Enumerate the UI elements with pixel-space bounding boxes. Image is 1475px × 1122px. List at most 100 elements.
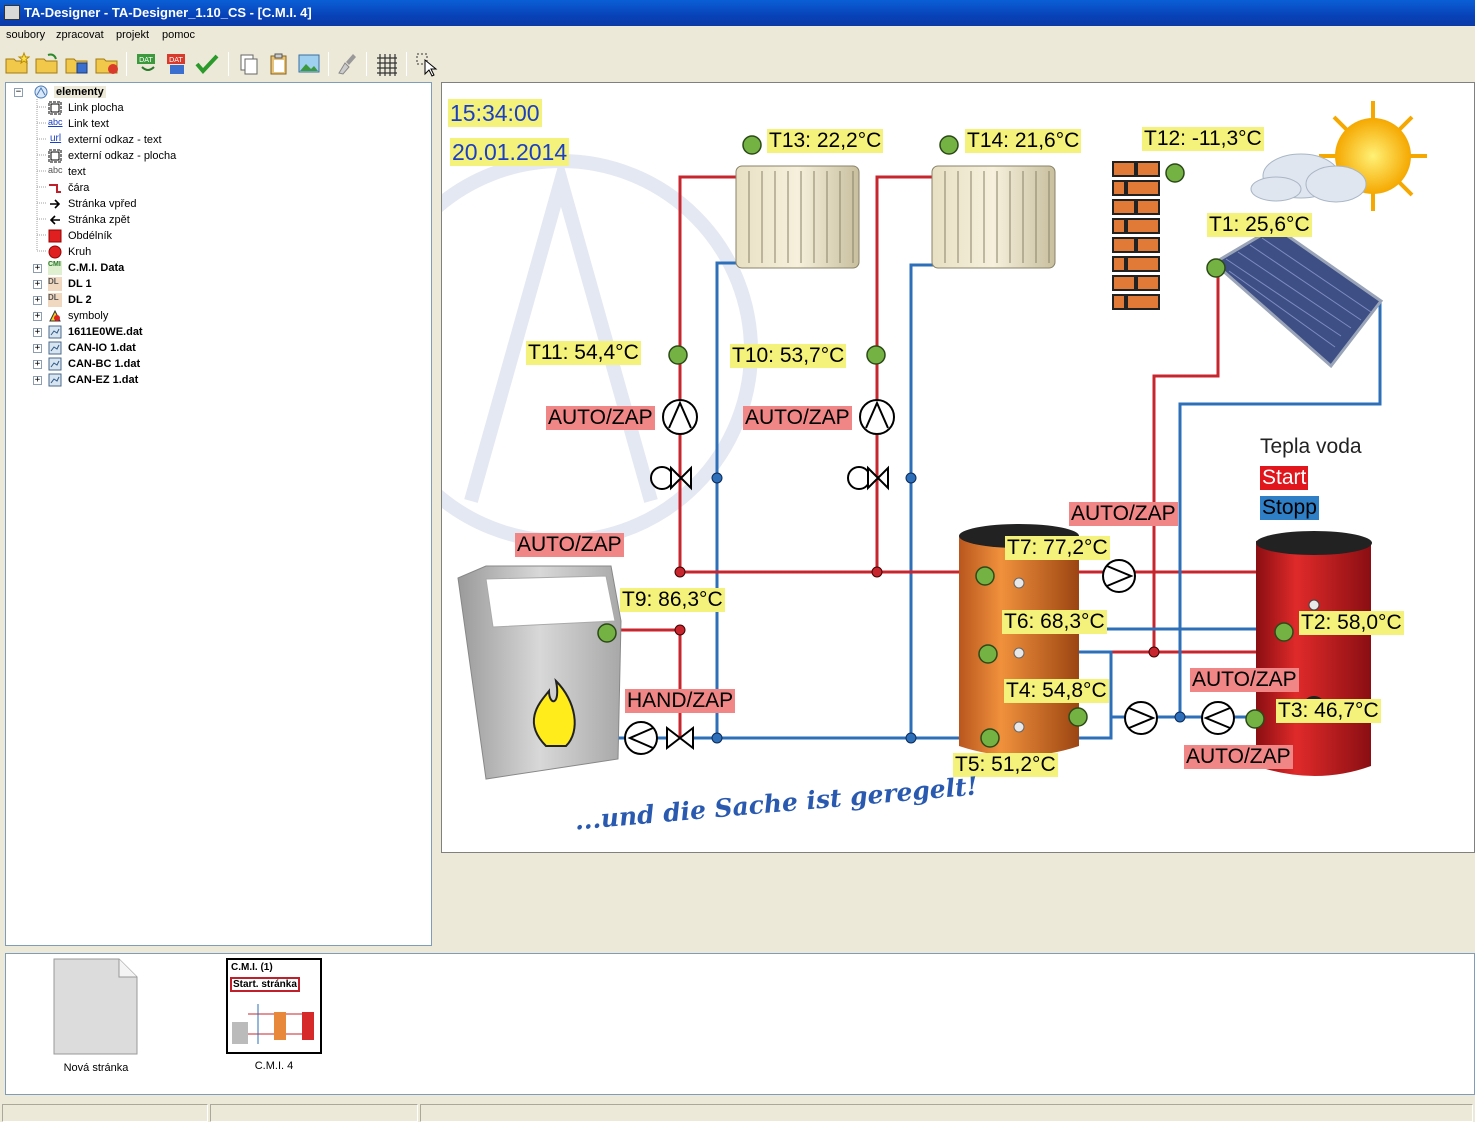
- toolbar-separator: [228, 52, 229, 76]
- sensor-t13[interactable]: T13: 22,2°C: [767, 129, 884, 153]
- brick-wall: [1112, 161, 1160, 310]
- dhw-start-button[interactable]: Start: [1260, 466, 1309, 490]
- clock-time: 15:34:00: [448, 99, 542, 127]
- status-boiler[interactable]: AUTO/ZAP: [515, 533, 624, 557]
- toolbar-separator: [328, 52, 329, 76]
- image-icon[interactable]: [296, 51, 322, 77]
- expand-icon[interactable]: +: [33, 263, 42, 273]
- dat-file-icon: [48, 373, 62, 387]
- expand-icon[interactable]: +: [33, 311, 42, 321]
- junctions: [674, 566, 1160, 658]
- tree-group-label: CAN-BC 1.dat: [68, 358, 141, 370]
- window-title: TA-Designer - TA-Designer_1.10_CS - [C.M…: [24, 5, 312, 20]
- status-bar: [0, 1102, 1475, 1122]
- element-tree[interactable]: − elementy Link plocha abc Link text url…: [5, 82, 432, 946]
- tree-item-label: externí odkaz - plocha: [68, 150, 177, 162]
- sensor-t1[interactable]: T1: 25,6°C: [1207, 213, 1312, 237]
- toolbar-separator: [126, 52, 127, 76]
- status-cell-3: [420, 1104, 1473, 1122]
- tree-group-label: DL 2: [68, 294, 92, 306]
- tree-item-label: Kruh: [68, 246, 92, 258]
- page-cmi4[interactable]: C.M.I. (1) Start. stránka C.M.I. 4: [226, 958, 322, 1072]
- collapse-icon[interactable]: −: [14, 87, 23, 97]
- cmi-icon: CMI: [48, 261, 62, 275]
- dat-file-icon: [48, 357, 62, 371]
- page-new-label: Nová stránka: [63, 1062, 129, 1074]
- svg-text:DAT: DAT: [139, 56, 154, 64]
- sensor-t3[interactable]: T3: 46,7°C: [1276, 699, 1381, 723]
- expand-icon[interactable]: +: [33, 343, 42, 353]
- tree-item-label: čára: [68, 182, 90, 194]
- dhw-title: Tepla voda: [1260, 435, 1362, 458]
- symbols-icon: [49, 309, 61, 322]
- expand-icon[interactable]: +: [33, 375, 42, 385]
- grid-icon[interactable]: [374, 51, 400, 77]
- sensor-t11[interactable]: T11: 54,4°C: [526, 341, 641, 365]
- open-folder-icon[interactable]: [34, 51, 60, 77]
- tree-item-label: externí odkaz - text: [68, 134, 162, 146]
- tree-item-label: Link plocha: [68, 102, 124, 114]
- menu-soubory[interactable]: soubory: [6, 29, 46, 41]
- close-project-icon[interactable]: [94, 51, 120, 77]
- status-pump-dhw-2[interactable]: AUTO/ZAP: [1184, 745, 1293, 769]
- status-pump-circuit-1[interactable]: AUTO/ZAP: [546, 406, 655, 430]
- expand-icon[interactable]: +: [33, 327, 42, 337]
- blank-page-icon: [53, 958, 138, 1055]
- copy-icon[interactable]: [236, 51, 262, 77]
- sensor-t14[interactable]: T14: 21,6°C: [965, 129, 1082, 153]
- dhw-tank: [1256, 531, 1372, 776]
- design-canvas[interactable]: 15:34:00 20.01.2014 T13: 22,2°C T14: 21,…: [441, 82, 1475, 853]
- status-cell-1: [2, 1104, 208, 1122]
- new-folder-icon[interactable]: [4, 51, 30, 77]
- sensor-t5[interactable]: T5: 51,2°C: [953, 753, 1058, 777]
- paste-icon[interactable]: [266, 51, 292, 77]
- dat-file-icon: [48, 341, 62, 355]
- sensor-t9[interactable]: T9: 86,3°C: [620, 588, 725, 612]
- tree-item-label: text: [68, 166, 86, 178]
- cloud-icon: [1250, 153, 1367, 203]
- app-icon: [4, 5, 20, 20]
- status-pump-boiler[interactable]: HAND/ZAP: [625, 689, 736, 713]
- elements-root-icon: [34, 85, 48, 99]
- sensor-t7[interactable]: T7: 77,2°C: [1005, 536, 1110, 560]
- sensor-t12[interactable]: T12: -11,3°C: [1142, 127, 1264, 151]
- pumps: [624, 399, 1235, 755]
- dat-export-icon[interactable]: DAT: [164, 51, 190, 77]
- sensor-t2[interactable]: T2: 58,0°C: [1299, 611, 1404, 635]
- check-icon[interactable]: [194, 51, 220, 77]
- dl-icon: DL: [48, 293, 62, 307]
- thumb-subtitle: Start. stránka: [230, 977, 300, 992]
- status-pump-storage[interactable]: AUTO/ZAP: [1069, 502, 1178, 526]
- save-icon[interactable]: [64, 51, 90, 77]
- thumb-preview-icon: [232, 1004, 314, 1044]
- dat-import-icon[interactable]: DAT: [134, 51, 160, 77]
- toolbar-separator: [366, 52, 367, 76]
- pointer-icon[interactable]: [414, 51, 440, 77]
- status-pump-circuit-2[interactable]: AUTO/ZAP: [743, 406, 852, 430]
- expand-icon[interactable]: +: [33, 295, 42, 305]
- tree-lines: [36, 99, 46, 252]
- mixing-valves: [650, 465, 889, 751]
- link-text-icon: abc: [48, 117, 63, 127]
- sensor-t4[interactable]: T4: 54,8°C: [1004, 679, 1109, 703]
- tree-item-label: Obdélník: [68, 230, 113, 242]
- sensor-t10[interactable]: T10: 53,7°C: [730, 344, 847, 368]
- menu-bar: soubory zpracovat projekt pomoc: [0, 26, 1475, 46]
- status-pump-dhw[interactable]: AUTO/ZAP: [1190, 668, 1299, 692]
- menu-projekt[interactable]: projekt: [116, 29, 150, 41]
- text-icon: abc: [48, 165, 63, 175]
- brush-icon[interactable]: [336, 51, 362, 77]
- dhw-stop-button[interactable]: Stopp: [1260, 496, 1319, 520]
- menu-zpracovat[interactable]: zpracovat: [56, 29, 104, 41]
- sensor-t6[interactable]: T6: 68,3°C: [1002, 610, 1107, 634]
- thumb-title: C.M.I. (1): [231, 962, 273, 973]
- tree-group-label: C.M.I. Data: [68, 262, 125, 274]
- clock-date: 20.01.2014: [450, 138, 570, 166]
- page-thumbnail: C.M.I. (1) Start. stránka: [226, 958, 322, 1054]
- page-new[interactable]: Nová stránka: [46, 958, 146, 1074]
- expand-icon[interactable]: +: [33, 359, 42, 369]
- rectangle-icon: [48, 229, 62, 243]
- expand-icon[interactable]: +: [33, 279, 42, 289]
- menu-pomoc[interactable]: pomoc: [162, 29, 196, 41]
- link-area-icon: [48, 101, 62, 115]
